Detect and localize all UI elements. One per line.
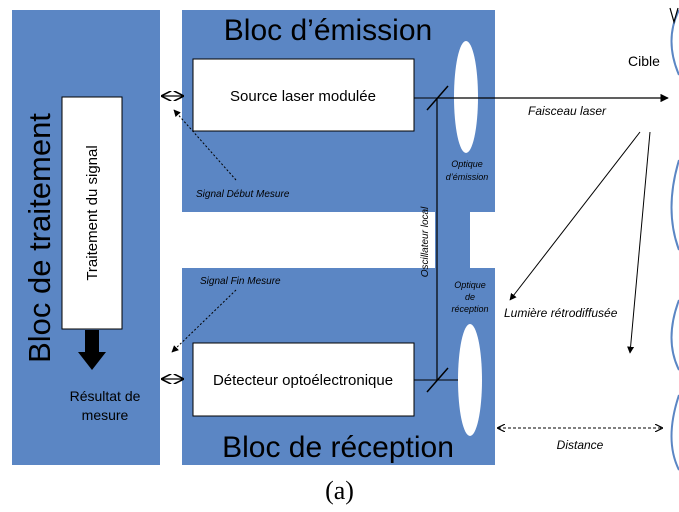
traitement-signal-box [61, 96, 123, 330]
faisceau-laser-label: Faisceau laser [528, 104, 607, 118]
signal-debut-label: Signal Début Mesure [196, 189, 290, 200]
traitement-signal-label: Traitement du signal [84, 145, 101, 280]
lumiere-retrodiffusee-label: Lumière rétrodiffusée [504, 306, 618, 320]
signal-fin-arrow [171, 289, 237, 353]
cible-target-shape [670, 9, 679, 471]
optique-emission-line1: Optique [451, 159, 483, 169]
retrodiffusee-arrow-left [509, 131, 641, 301]
detecteur-box [192, 342, 415, 417]
signal-fin-label: Signal Fin Mesure [200, 276, 281, 287]
optique-reception-line2: de [465, 292, 475, 302]
distance-label: Distance [557, 438, 604, 452]
retrodiffusee-arrow-down [627, 131, 651, 354]
bloc-traitement-title: Bloc de traitement [22, 113, 57, 363]
optique-reception-lens [458, 324, 482, 436]
signal-debut-arrow [173, 109, 237, 181]
source-laser-label: Source laser modulée [230, 88, 376, 105]
cible-label: Cible [628, 53, 660, 69]
result-down-arrow [78, 330, 106, 370]
optique-emission-line2: d’émission [446, 172, 489, 182]
detecteur-label: Détecteur optoélectronique [213, 372, 393, 389]
cible-marker [669, 7, 679, 25]
figure-caption: (a) [325, 476, 354, 505]
optique-emission-lens [454, 41, 478, 153]
optique-reception-line3: réception [451, 304, 488, 314]
bloc-emission-title: Bloc d’émission [224, 14, 432, 47]
source-laser-box [192, 58, 415, 132]
resultat-line2: mesure [82, 407, 129, 423]
bloc-reception-title: Bloc de réception [222, 431, 454, 464]
oscillateur-local-label: Oscillateur local [420, 206, 431, 277]
resultat-line1: Résultat de [70, 388, 141, 404]
optique-reception-line1: Optique [454, 280, 486, 290]
